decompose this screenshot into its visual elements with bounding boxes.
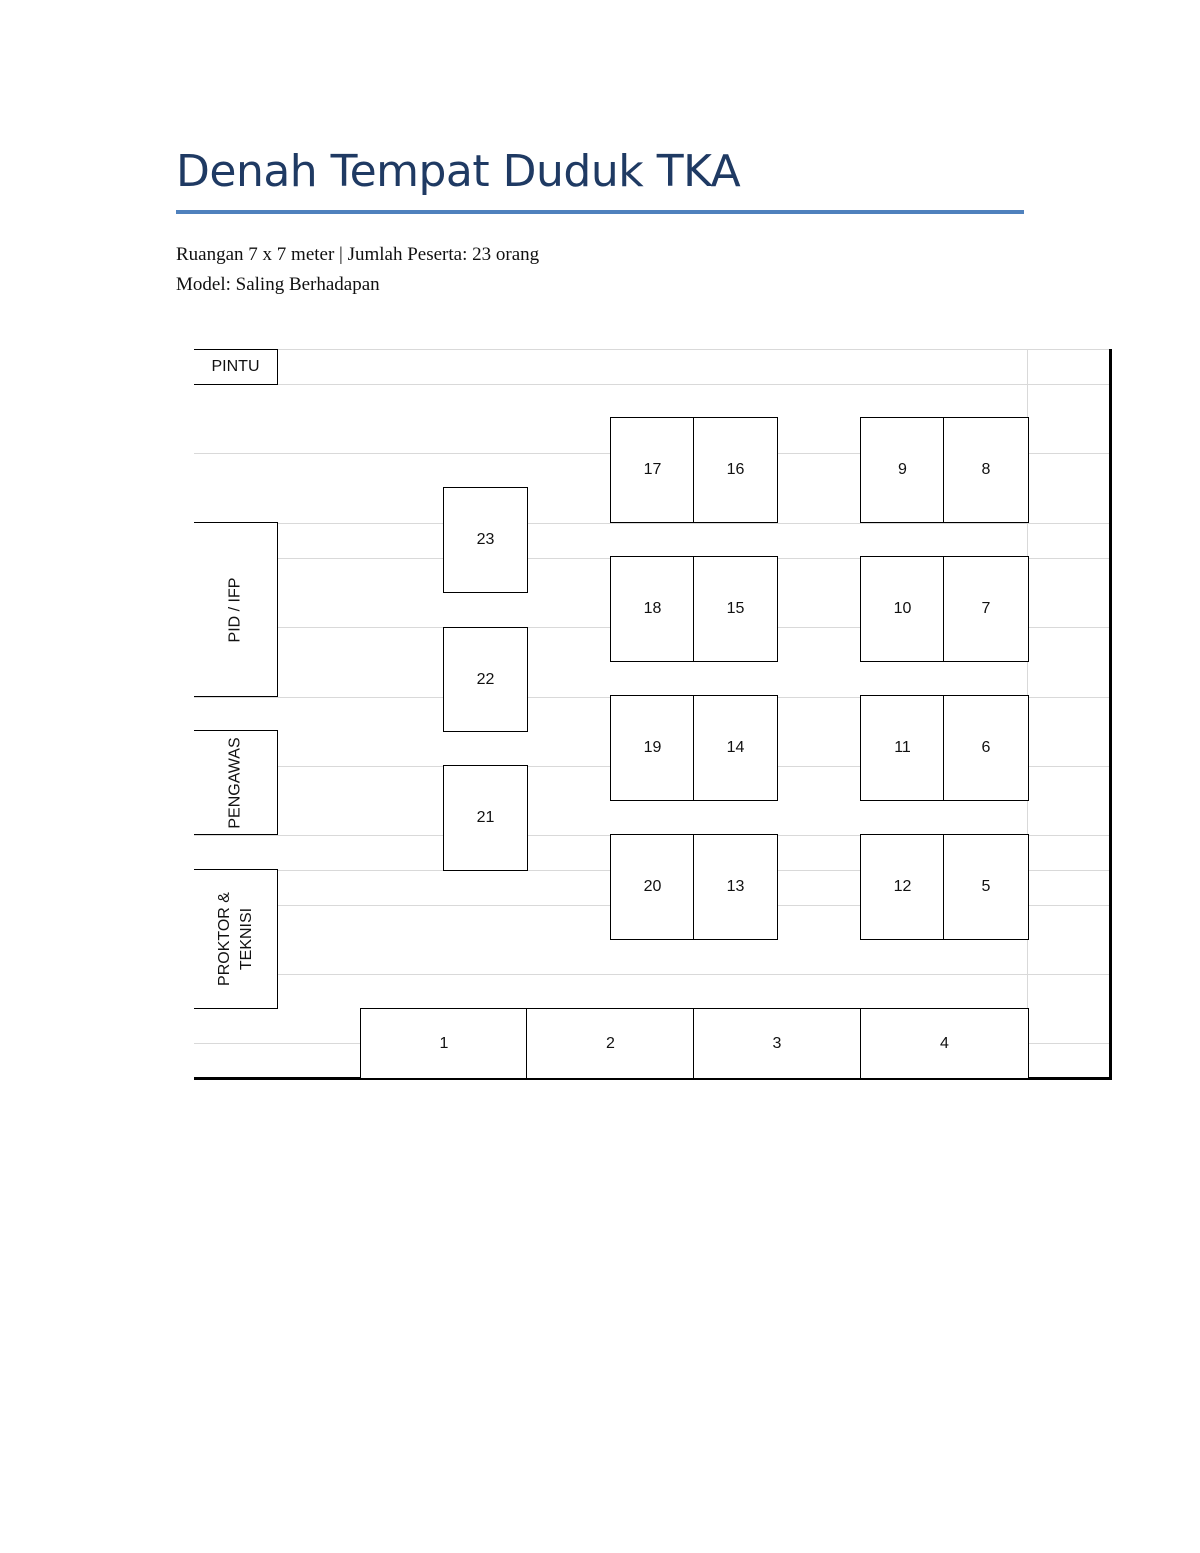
- seat-number: 2: [606, 1034, 615, 1052]
- seat-number: 4: [940, 1034, 949, 1052]
- grid-line: [194, 349, 1110, 350]
- seating-plan: PINTU PID / IFP PENGAWAS PROKTOR & TEKNI…: [194, 349, 1112, 1080]
- seat-19: 19: [610, 695, 695, 801]
- room-info: Ruangan 7 x 7 meter | Jumlah Peserta: 23…: [176, 244, 540, 265]
- seat-7: 7: [943, 556, 1029, 662]
- seat-12: 12: [860, 834, 945, 940]
- seat-number: 11: [894, 739, 911, 756]
- seat-number: 17: [643, 461, 662, 478]
- seat-5: 5: [943, 834, 1029, 940]
- seat-number: 12: [893, 878, 912, 895]
- seat-10: 10: [860, 556, 945, 662]
- seat-20: 20: [610, 834, 695, 940]
- proktor-label-line1: PROKTOR &: [215, 892, 233, 986]
- seat-13: 13: [693, 834, 778, 940]
- seat-22: 22: [443, 627, 528, 732]
- seat-4: 4: [860, 1008, 1029, 1079]
- seat-23: 23: [443, 487, 528, 593]
- pid-ifp-label: PID / IFP: [226, 577, 244, 642]
- seat-number: 10: [893, 600, 912, 617]
- seat-8: 8: [943, 417, 1029, 523]
- seat-number: 20: [643, 878, 662, 895]
- seat-18: 18: [610, 556, 695, 662]
- seat-number: 15: [726, 600, 745, 617]
- grid-line: [194, 384, 1110, 385]
- wall-right: [1109, 349, 1112, 1080]
- page-title: Denah Tempat Duduk TKA: [176, 146, 741, 197]
- seat-number: 5: [981, 878, 991, 895]
- seat-number: 9: [898, 461, 907, 478]
- seat-number: 13: [726, 878, 745, 895]
- seat-14: 14: [693, 695, 778, 801]
- seat-number: 1: [439, 1034, 449, 1052]
- seat-17: 17: [610, 417, 695, 523]
- pid-ifp-area: PID / IFP: [194, 522, 278, 697]
- seat-number: 22: [476, 670, 495, 688]
- seat-number: 21: [476, 809, 495, 826]
- seat-3: 3: [693, 1008, 861, 1079]
- seating-model: Model: Saling Berhadapan: [176, 274, 380, 295]
- title-underline: [176, 210, 1024, 214]
- seat-1: 1: [360, 1008, 528, 1079]
- pengawas-area: PENGAWAS: [194, 730, 278, 835]
- seat-2: 2: [526, 1008, 695, 1079]
- seat-11: 11: [860, 695, 945, 801]
- door-label: PINTU: [194, 349, 278, 385]
- proktor-teknisi-label: PROKTOR & TEKNISI: [214, 892, 258, 986]
- seat-6: 6: [943, 695, 1029, 801]
- proktor-teknisi-area: PROKTOR & TEKNISI: [194, 869, 278, 1009]
- seat-number: 23: [476, 531, 495, 548]
- grid-line: [194, 974, 1110, 975]
- seat-number: 7: [981, 600, 991, 617]
- seat-21: 21: [443, 765, 528, 871]
- seat-9: 9: [860, 417, 945, 523]
- seat-number: 8: [981, 461, 991, 478]
- seat-number: 19: [643, 739, 662, 756]
- seat-number: 6: [981, 739, 991, 756]
- door-text: PINTU: [211, 358, 260, 375]
- seat-number: 3: [772, 1034, 782, 1052]
- proktor-label-line2: TEKNISI: [237, 907, 255, 971]
- pengawas-label: PENGAWAS: [226, 736, 244, 829]
- seat-15: 15: [693, 556, 778, 662]
- seat-16: 16: [693, 417, 778, 523]
- seat-number: 14: [726, 739, 745, 756]
- seat-number: 18: [643, 600, 662, 617]
- grid-line: [194, 523, 1110, 524]
- seat-number: 16: [726, 461, 745, 478]
